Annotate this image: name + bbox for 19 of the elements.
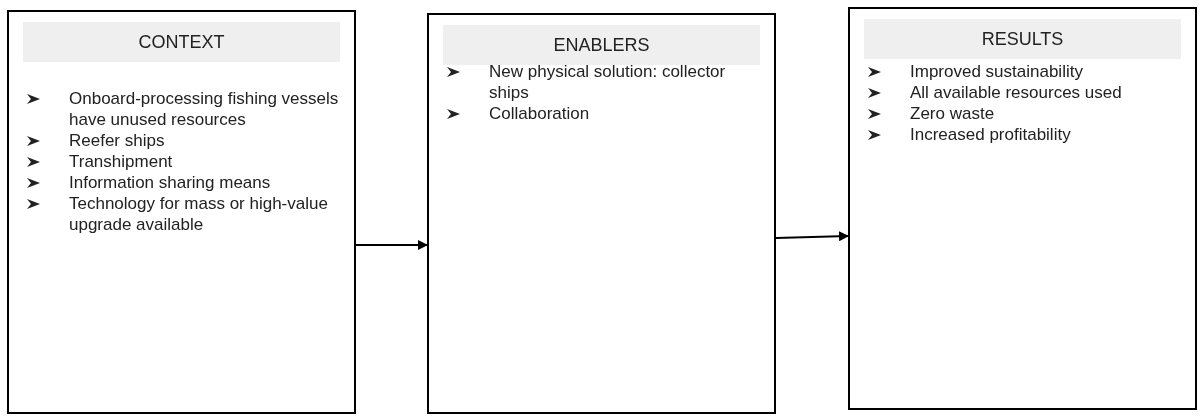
column-box (427, 13, 776, 414)
column-heading: RESULTS (981, 28, 1064, 50)
bullet-text: Reefer ships (69, 131, 165, 150)
bullet-text: Improved sustainability (910, 62, 1083, 81)
column-box (848, 7, 1197, 410)
bullet-text: Onboard-processing fishing vessels have unused resources (69, 89, 339, 129)
arrow (355, 240, 428, 250)
bullet-text: Increased profitability (910, 125, 1071, 144)
bullet-text: Collaboration (489, 104, 590, 123)
bullet-text: All available resources used (910, 83, 1122, 102)
bullet-text: Technology for mass or high-value upgrade available (69, 194, 328, 234)
bullet-text: New physical solution: collector ships (489, 62, 726, 102)
bullet-text: Transhipment (69, 152, 173, 171)
arrow (775, 231, 849, 242)
column-heading: CONTEXT (138, 31, 225, 53)
column-box (7, 10, 356, 414)
bullet-text: Zero waste (910, 104, 995, 123)
column-heading: ENABLERS (553, 34, 650, 56)
bullet-text: Information sharing means (69, 173, 271, 192)
